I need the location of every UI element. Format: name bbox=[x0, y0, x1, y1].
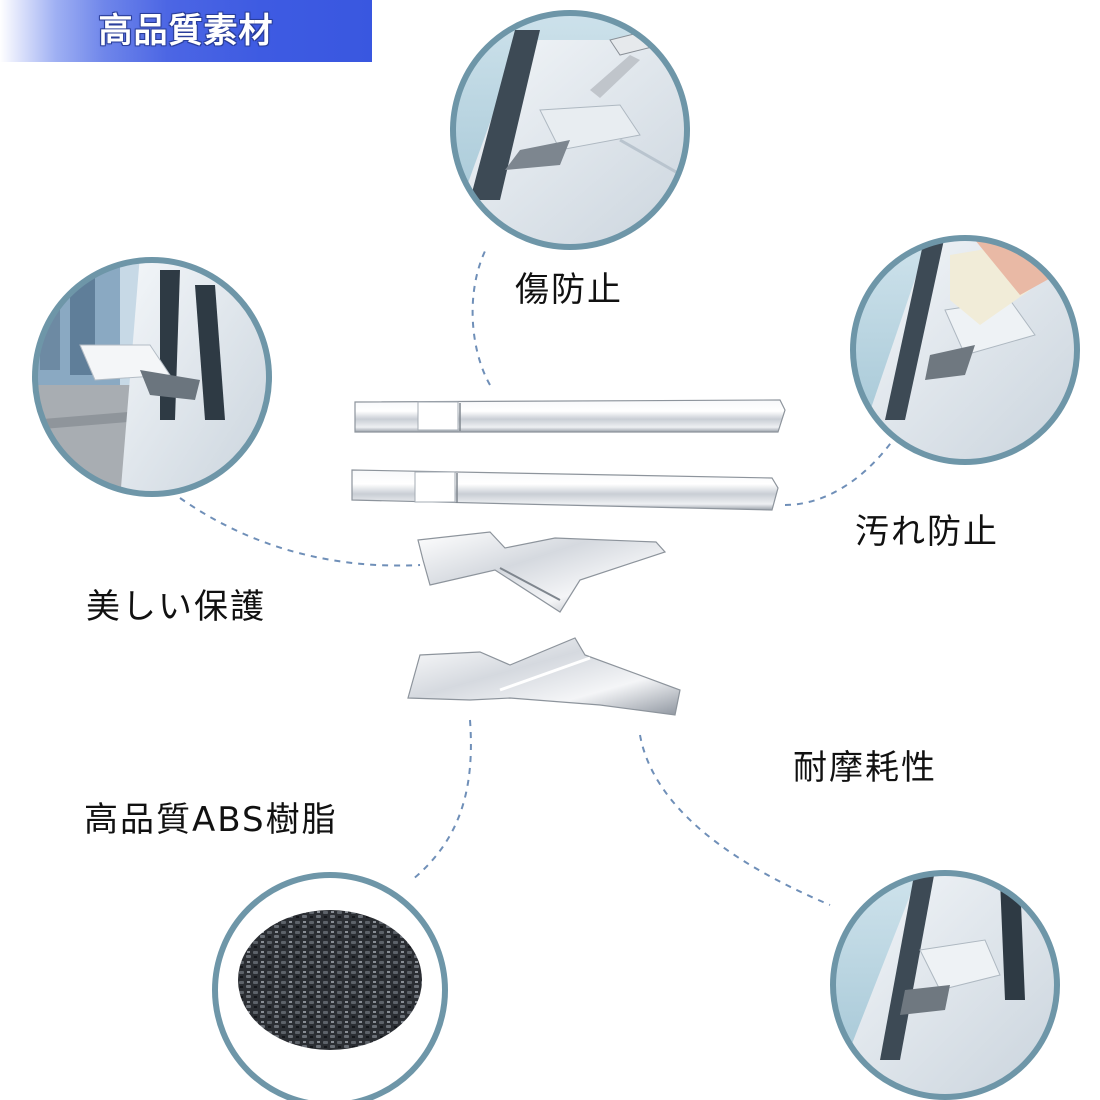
banner-title: 高品質素材 bbox=[98, 11, 274, 51]
dashed-connectors bbox=[179, 246, 894, 906]
connector-wear bbox=[639, 734, 831, 906]
feature-label-dirt-protection: 汚れ防止 bbox=[855, 512, 999, 552]
scratch-photo-circle bbox=[450, 10, 690, 250]
chrome-strip-lower bbox=[351, 469, 779, 511]
dirt-photo-circle bbox=[850, 235, 1080, 465]
feature-label-abs-resin: 高品質ABS樹脂 bbox=[84, 800, 338, 840]
feature-label-scratch-protection: 傷防止 bbox=[515, 270, 623, 310]
connector-dirt bbox=[784, 439, 894, 506]
wear-photo-circle bbox=[830, 870, 1060, 1100]
feature-label-wear-resistance: 耐摩耗性 bbox=[793, 748, 937, 788]
abs-photo-circle bbox=[212, 872, 448, 1100]
chrome-corner-lower bbox=[407, 637, 681, 716]
connector-scratch bbox=[471, 246, 491, 386]
connector-beauty bbox=[179, 497, 421, 567]
chrome-strip-upper bbox=[354, 399, 786, 433]
chrome-corner-upper bbox=[417, 531, 667, 613]
connector-abs bbox=[411, 719, 472, 881]
banner: 高品質素材 bbox=[0, 0, 372, 62]
feature-label-beautiful-protection: 美しい保護 bbox=[86, 587, 266, 627]
beauty-photo-circle bbox=[32, 257, 272, 497]
